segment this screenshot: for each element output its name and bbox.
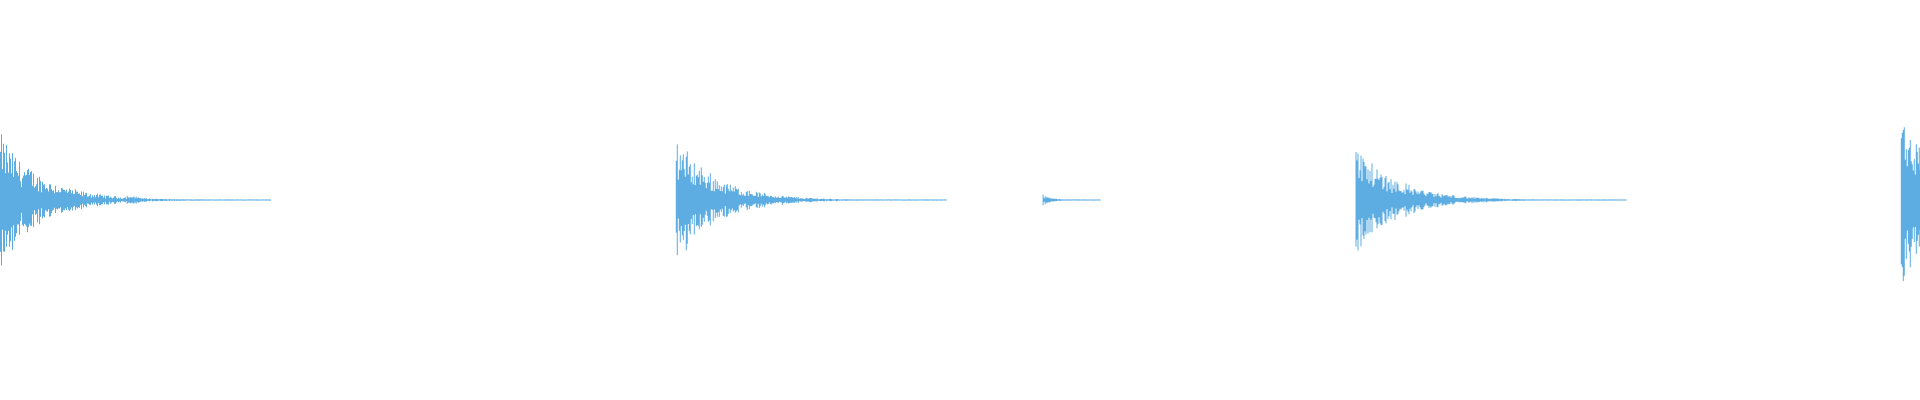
transient-3 xyxy=(675,144,947,256)
transient-4 xyxy=(1042,194,1101,206)
transient-wave xyxy=(126,195,204,204)
transient-6 xyxy=(1900,127,1920,282)
transient-wave xyxy=(1900,127,1920,282)
transient-wave xyxy=(1355,152,1627,251)
transient-wave xyxy=(1042,194,1101,206)
transient-5 xyxy=(1355,152,1627,251)
transient-wave xyxy=(675,144,947,256)
transient-2 xyxy=(126,195,204,204)
